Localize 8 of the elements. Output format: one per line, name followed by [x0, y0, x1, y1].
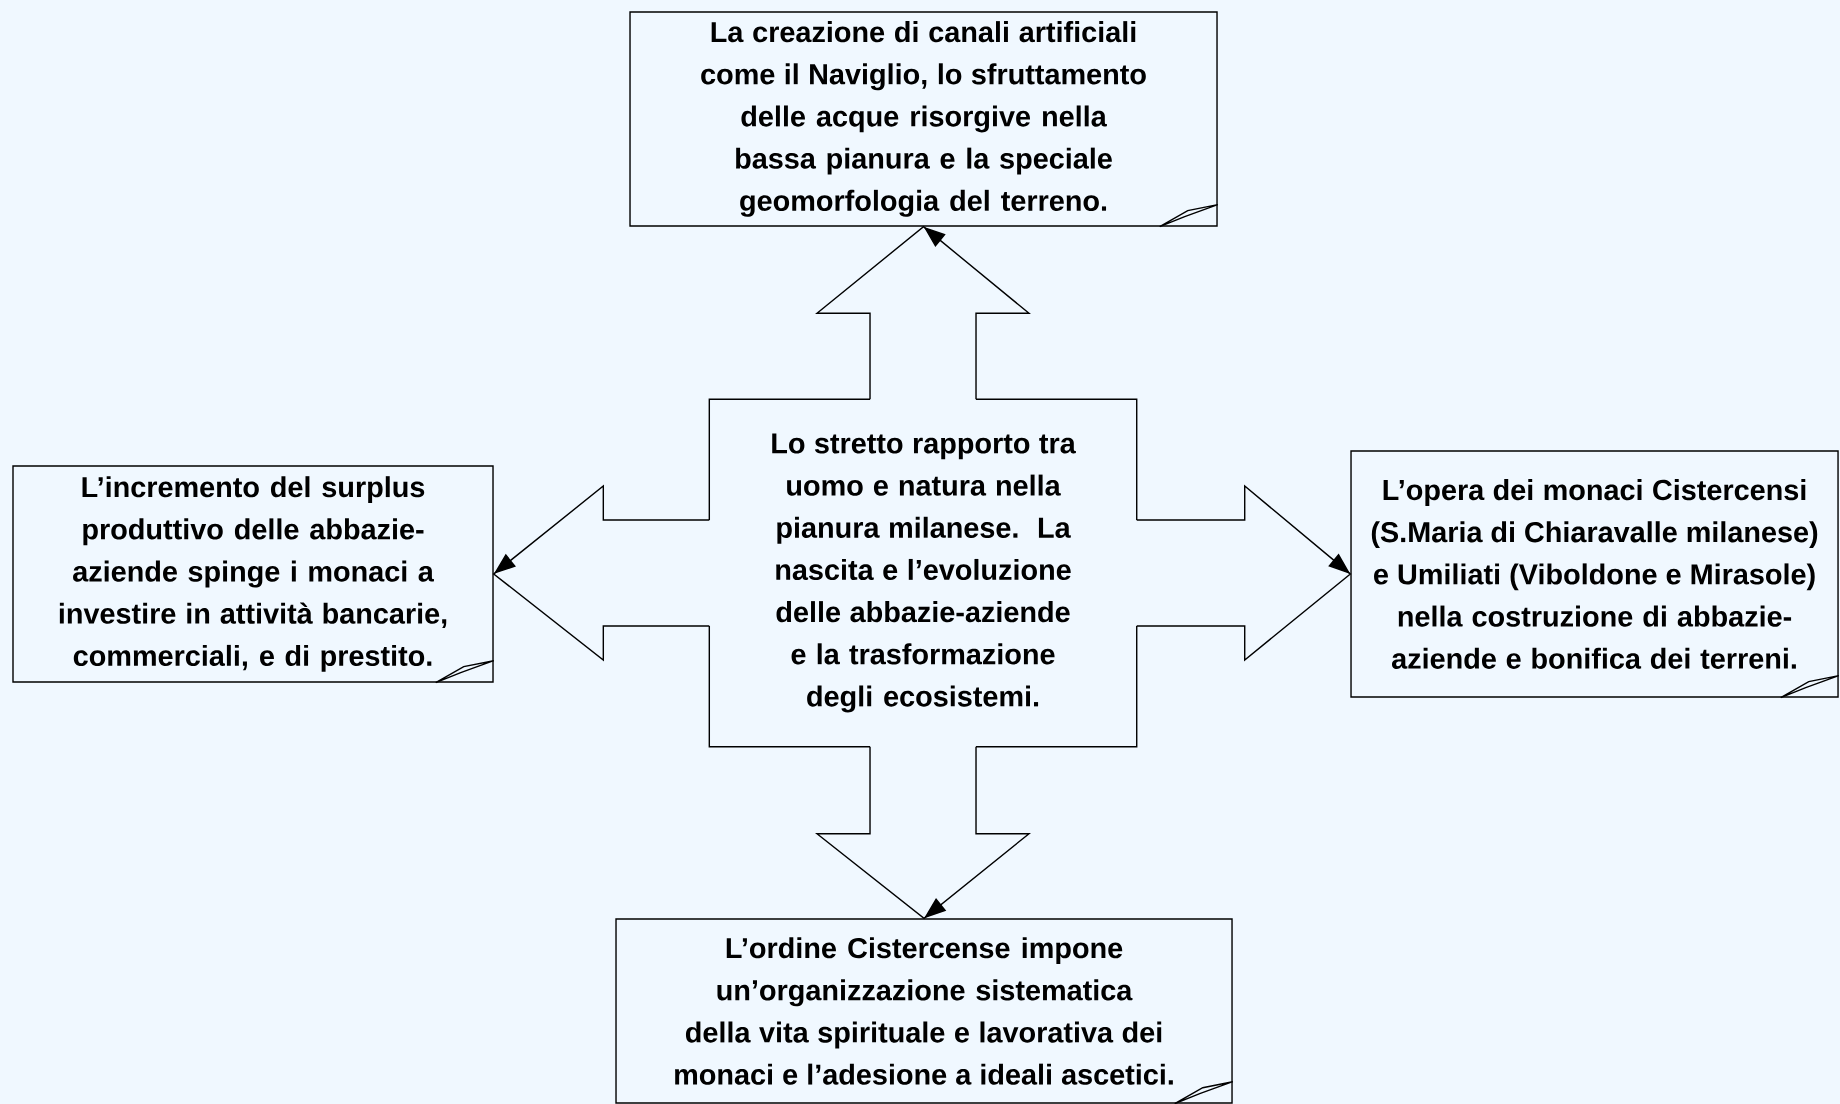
- block-arrow: [1136, 484, 1352, 662]
- note-box: La creazione di canali artificiali come il Naviglio, lo sfruttamento delle acque risorgive nella bassa pianura e la speciale geomorfologia del terreno.: [629, 11, 1219, 228]
- note-box: L’opera dei monaci Cistercensi (S.Maria di Chiaravalle milanese) e Umiliati (Viboldone e Mirasole) nella costruzione di abbazie-aziende e bonifica dei terreni.: [1350, 450, 1840, 699]
- note-box: L’ordine Cistercense impone un’organizzazione sistematica della vita spirituale e lavorativa dei monaci e l’adesione a ideali ascetici.: [615, 918, 1234, 1104]
- block-arrow: [815, 745, 1031, 920]
- block-arrow: [815, 225, 1031, 400]
- block-arrow: [492, 484, 710, 662]
- note-box: L’incremento del surplus produttivo delle abbazie-aziende spinge i monaci a investire in attività bancarie, commerciali, e di prestito.: [12, 465, 495, 684]
